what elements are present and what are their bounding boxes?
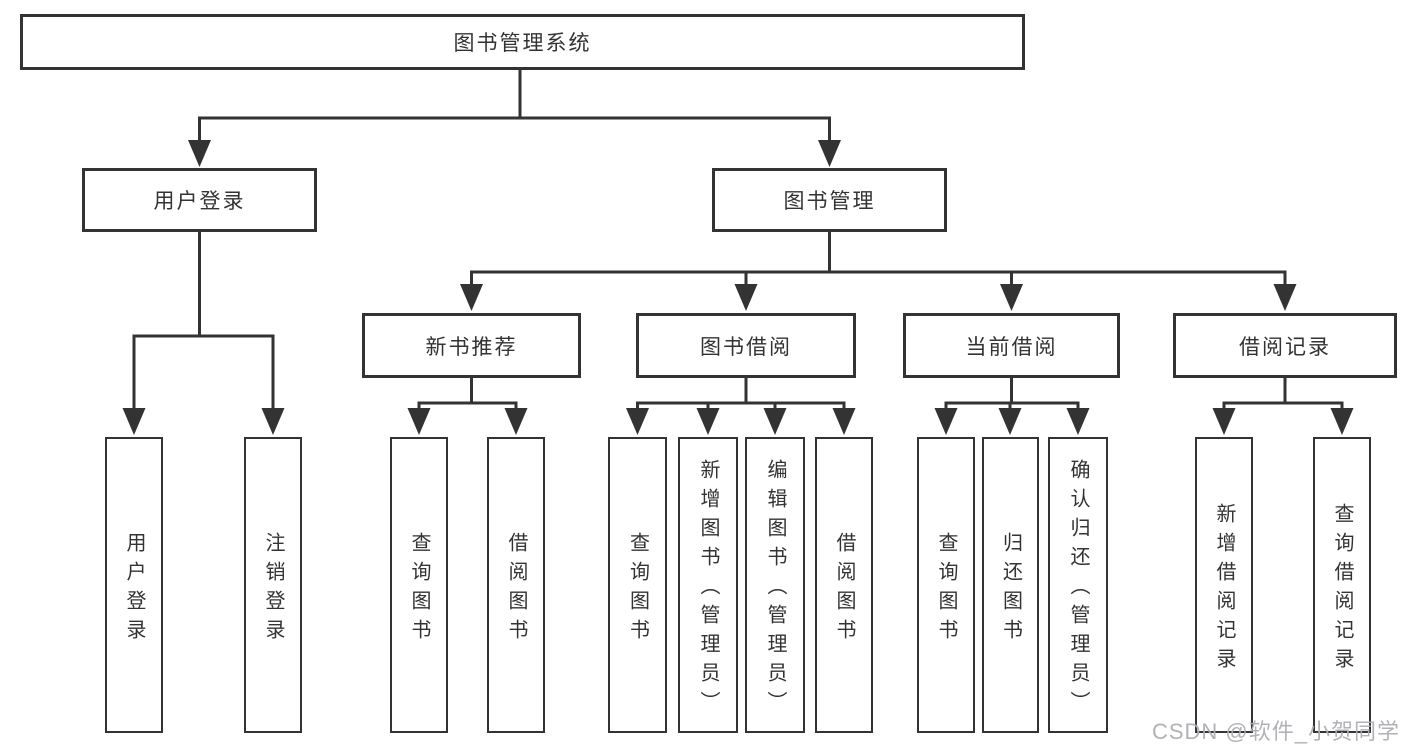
leaf-label: 注销登录 — [262, 531, 284, 648]
node-label: 图书管理系统 — [453, 32, 592, 55]
leaf-label: 编辑图书（管理员） — [764, 459, 786, 720]
node-current-borrowing: 当前借阅 — [903, 313, 1120, 378]
leaf-logout: 注销登录 — [244, 437, 302, 733]
node-library-management-system: 图书管理系统 — [20, 14, 1025, 70]
node-book-management: 图书管理 — [712, 168, 947, 232]
node-label: 图书管理 — [783, 190, 876, 213]
leaf-label: 借阅图书 — [833, 531, 855, 648]
node-label: 新书推荐 — [425, 335, 518, 359]
leaf-borrowing-add-books-admin: 新增图书（管理员） — [678, 437, 738, 733]
leaf-records-query-borrow-record: 查询借阅记录 — [1313, 437, 1371, 733]
leaf-recommend-query-books: 查询图书 — [390, 437, 448, 733]
leaf-recommend-borrow-books: 借阅图书 — [487, 437, 545, 733]
leaf-user-login: 用户登录 — [105, 437, 163, 733]
leaf-label: 新增图书（管理员） — [697, 459, 719, 720]
leaf-label: 查询图书 — [935, 531, 957, 648]
leaf-label: 用户登录 — [123, 531, 145, 648]
leaf-label: 查询借阅记录 — [1331, 502, 1353, 677]
leaf-label: 查询图书 — [408, 531, 430, 648]
leaf-current-return-books: 归还图书 — [982, 437, 1039, 733]
node-label: 借阅记录 — [1239, 335, 1331, 359]
leaf-borrowing-borrow-books: 借阅图书 — [815, 437, 873, 733]
leaf-label: 归还图书 — [999, 531, 1022, 648]
node-label: 用户登录 — [153, 190, 246, 213]
node-label: 当前借阅 — [965, 335, 1058, 359]
node-label: 图书借阅 — [700, 335, 792, 359]
leaf-current-query-books: 查询图书 — [917, 437, 975, 733]
leaf-borrowing-edit-books-admin: 编辑图书（管理员） — [745, 437, 805, 733]
leaf-label: 新增借阅记录 — [1213, 502, 1235, 677]
leaf-records-add-borrow-record: 新增借阅记录 — [1195, 437, 1253, 733]
node-user-login: 用户登录 — [82, 168, 317, 232]
node-borrowing-records: 借阅记录 — [1173, 313, 1397, 378]
leaf-label: 确认归还（管理员） — [1067, 459, 1089, 720]
leaf-current-confirm-return-admin: 确认归还（管理员） — [1048, 437, 1108, 733]
leaf-label: 查询图书 — [626, 531, 649, 648]
leaf-label: 借阅图书 — [505, 531, 527, 648]
node-book-borrowing: 图书借阅 — [636, 313, 856, 378]
csdn-watermark: CSDN @软件_小贺同学 — [1151, 719, 1400, 744]
leaf-borrowing-query-books: 查询图书 — [608, 437, 667, 733]
node-new-book-recommend: 新书推荐 — [362, 313, 581, 378]
